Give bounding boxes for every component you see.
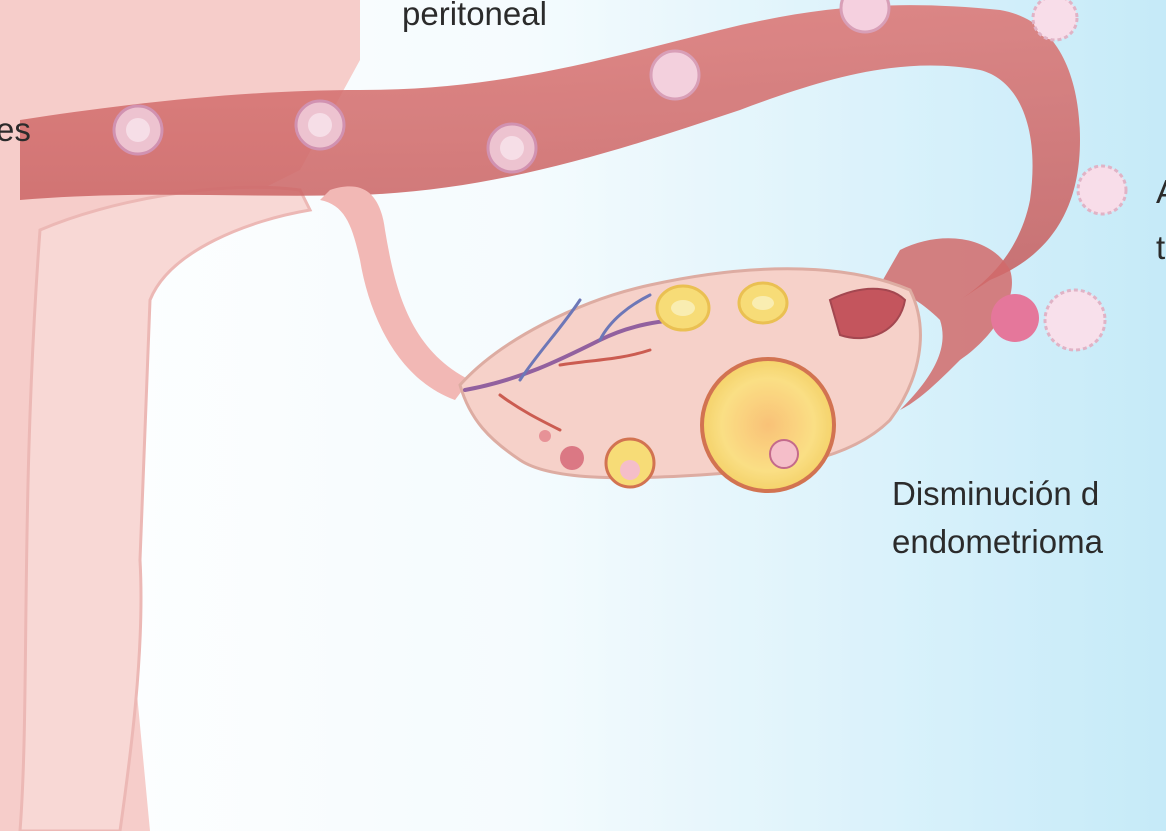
- label-peritoneal: peritoneal: [402, 0, 547, 34]
- label-left-fragment: es: [0, 110, 31, 150]
- label-right-fragment-2: t: [1156, 228, 1165, 268]
- label-right-fragment-1: A: [1156, 172, 1166, 212]
- label-disminucion-line2: endometrioma: [892, 522, 1103, 562]
- label-disminucion-line1: Disminución d: [892, 474, 1099, 514]
